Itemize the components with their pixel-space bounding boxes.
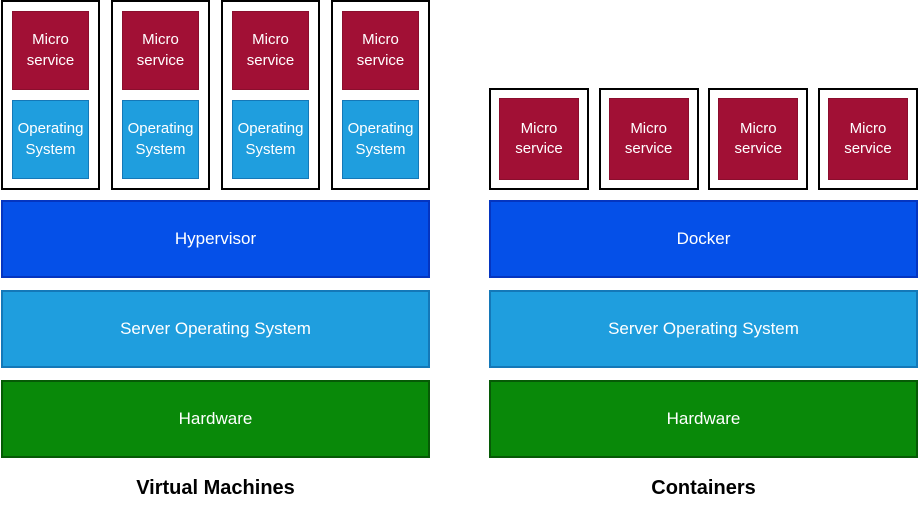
container-box-2: Micro service — [598, 88, 699, 190]
vm-box-2: Micro service Operating System — [111, 0, 210, 190]
container-box-3: Micro service — [708, 88, 809, 190]
hardware-layer: Hardware — [1, 380, 430, 458]
container-box-1: Micro service — [489, 88, 589, 190]
container-units-row: Micro service Micro service Micro servic… — [489, 88, 918, 190]
guest-os-block: Operating System — [232, 100, 309, 179]
guest-os-block: Operating System — [342, 100, 419, 179]
hypervisor-layer: Hypervisor — [1, 200, 430, 278]
vm-units-row: Micro service Operating System Micro ser… — [1, 0, 430, 190]
microservice-block: Micro service — [499, 98, 579, 180]
virtual-machines-column: Micro service Operating System Micro ser… — [1, 0, 430, 511]
virtual-machines-caption: Virtual Machines — [136, 477, 295, 499]
containers-column: Micro service Micro service Micro servic… — [489, 0, 918, 511]
microservice-block: Micro service — [608, 98, 689, 180]
hardware-layer: Hardware — [489, 380, 918, 458]
guest-os-block: Operating System — [122, 100, 199, 179]
microservice-block: Micro service — [342, 11, 419, 90]
server-os-layer: Server Operating System — [489, 290, 918, 368]
microservice-block: Micro service — [827, 98, 908, 180]
microservice-block: Micro service — [232, 11, 309, 90]
microservice-block: Micro service — [718, 98, 799, 180]
container-box-4: Micro service — [817, 88, 918, 190]
containers-caption: Containers — [651, 477, 756, 499]
server-os-layer: Server Operating System — [1, 290, 430, 368]
vm-box-4: Micro service Operating System — [331, 0, 430, 190]
docker-layer: Docker — [489, 200, 918, 278]
vm-box-3: Micro service Operating System — [221, 0, 320, 190]
vm-box-1: Micro service Operating System — [1, 0, 100, 190]
microservice-block: Micro service — [122, 11, 199, 90]
microservice-block: Micro service — [12, 11, 89, 90]
guest-os-block: Operating System — [12, 100, 89, 179]
